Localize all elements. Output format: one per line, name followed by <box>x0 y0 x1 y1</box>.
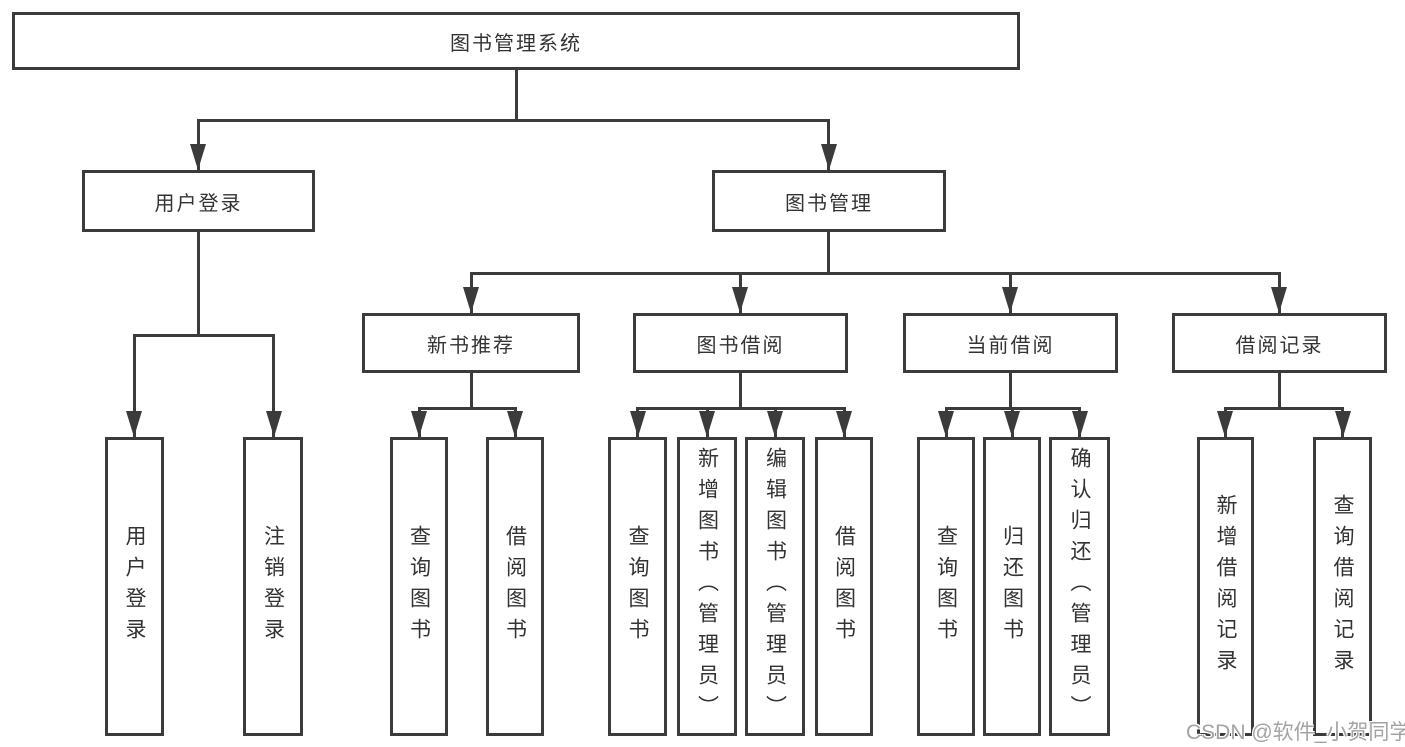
arrowhead-down-icon <box>1271 287 1287 313</box>
connector-line-vertical <box>470 373 473 410</box>
leaf-br-add-record-label: 新增借阅记录 <box>1214 493 1237 680</box>
arrowhead-down-icon <box>1217 411 1233 437</box>
arrowhead-down-icon <box>630 411 646 437</box>
connector-line-horizontal <box>636 407 846 410</box>
connector-line-horizontal <box>133 334 275 337</box>
leaf-cb-confirm-return-admin: 确认归还（管理员） <box>1049 437 1110 736</box>
csdn-watermark: CSDN @软件_小贺同学 <box>1186 721 1405 744</box>
leaf-nb-borrow-books-label: 借阅图书 <box>503 524 527 649</box>
connector-line-vertical <box>133 335 136 437</box>
connector-line-horizontal <box>945 407 1081 410</box>
leaf-cb-return-books: 归还图书 <box>983 437 1041 736</box>
node-user-login-label: 用户登录 <box>154 192 243 215</box>
arrowhead-down-icon <box>507 411 523 437</box>
leaf-logout-label: 注销登录 <box>261 524 285 649</box>
connector-line-vertical <box>827 232 830 275</box>
leaf-bb-borrow-books: 借阅图书 <box>815 437 873 736</box>
arrowhead-down-icon <box>1072 411 1088 437</box>
connector-line-vertical <box>515 70 518 122</box>
node-current-borrowing-label: 当前借阅 <box>966 334 1055 357</box>
leaf-bb-add-book-admin: 新增图书（管理员） <box>677 437 737 736</box>
connector-line-vertical <box>272 335 275 437</box>
leaf-nb-query-books-label: 查询图书 <box>407 524 431 649</box>
arrowhead-down-icon <box>938 411 954 437</box>
connector-line-horizontal <box>470 272 1281 275</box>
leaf-bb-query-books: 查询图书 <box>608 437 667 736</box>
leaf-bb-query-books-label: 查询图书 <box>626 524 649 649</box>
node-book-management: 图书管理 <box>712 170 946 232</box>
arrowhead-down-icon <box>1002 287 1018 313</box>
arrowhead-down-icon <box>411 411 427 437</box>
leaf-nb-borrow-books: 借阅图书 <box>486 437 544 736</box>
leaf-br-add-record: 新增借阅记录 <box>1197 437 1254 736</box>
node-new-book-recommend: 新书推荐 <box>362 313 580 373</box>
connector-line-horizontal <box>197 119 830 122</box>
node-user-login: 用户登录 <box>82 170 315 232</box>
leaf-bb-borrow-books-label: 借阅图书 <box>832 524 856 649</box>
arrowhead-down-icon <box>463 287 479 313</box>
leaf-cb-return-books-label: 归还图书 <box>1000 524 1024 649</box>
arrowhead-down-icon <box>821 144 837 170</box>
leaf-user-login-label: 用户登录 <box>123 524 146 649</box>
connector-line-vertical <box>739 373 742 410</box>
leaf-user-login: 用户登录 <box>105 437 164 736</box>
leaf-cb-query-books: 查询图书 <box>917 437 975 736</box>
arrowhead-down-icon <box>1004 411 1020 437</box>
arrowhead-down-icon <box>1335 411 1351 437</box>
arrowhead-down-icon <box>126 411 142 437</box>
leaf-bb-edit-book-admin: 编辑图书（管理员） <box>745 437 805 736</box>
leaf-logout: 注销登录 <box>243 437 303 736</box>
leaf-cb-confirm-return-admin-label: 确认归还（管理员） <box>1068 447 1091 726</box>
node-book-management-label: 图书管理 <box>785 192 873 215</box>
leaf-br-query-record: 查询借阅记录 <box>1313 437 1372 736</box>
node-new-book-recommend-label: 新书推荐 <box>427 334 515 357</box>
arrowhead-down-icon <box>266 411 282 437</box>
node-book-borrowing-label: 图书借阅 <box>696 334 785 357</box>
leaf-bb-add-book-admin-label: 新增图书（管理员） <box>695 447 719 726</box>
node-borrow-records-label: 借阅记录 <box>1235 334 1324 357</box>
node-current-borrowing: 当前借阅 <box>903 313 1118 373</box>
leaf-nb-query-books: 查询图书 <box>390 437 448 736</box>
node-borrow-records: 借阅记录 <box>1172 313 1387 373</box>
leaf-br-query-record-label: 查询借阅记录 <box>1331 493 1354 680</box>
leaf-cb-query-books-label: 查询图书 <box>934 524 958 649</box>
leaf-bb-edit-book-admin-label: 编辑图书（管理员） <box>763 447 787 726</box>
arrowhead-down-icon <box>190 144 206 170</box>
connector-line-horizontal <box>1224 407 1344 410</box>
connector-line-horizontal <box>418 407 517 410</box>
connector-line-vertical <box>197 232 200 337</box>
arrowhead-down-icon <box>699 411 715 437</box>
node-library-system: 图书管理系统 <box>12 12 1020 70</box>
arrowhead-down-icon <box>767 411 783 437</box>
node-library-system-label: 图书管理系统 <box>450 32 582 55</box>
arrowhead-down-icon <box>732 287 748 313</box>
arrowhead-down-icon <box>836 411 852 437</box>
connector-line-vertical <box>1278 373 1281 410</box>
node-book-borrowing: 图书借阅 <box>633 313 848 373</box>
connector-line-vertical <box>1009 373 1012 410</box>
